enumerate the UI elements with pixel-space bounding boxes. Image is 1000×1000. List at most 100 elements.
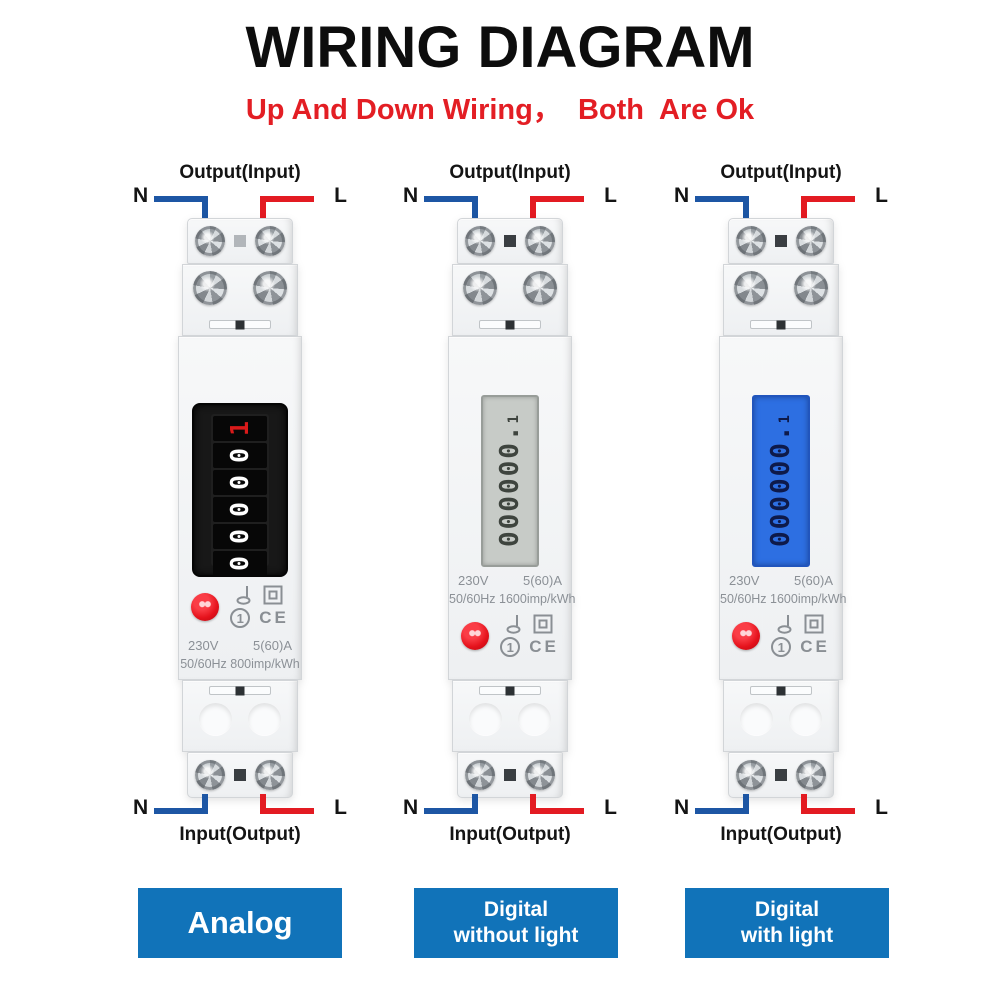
meter-body-digital-backlit: 000000.1 230V 5(60)A 50/60Hz 1600imp/kWh <box>719 218 846 798</box>
clamp-screw-icon <box>794 271 828 305</box>
bottom-terminal-block <box>187 752 293 798</box>
voltage-rating: 230V <box>188 638 219 653</box>
backlit-lcd-display: 000000.1 <box>752 395 810 567</box>
line-wire-bottom <box>260 794 314 814</box>
current-rating: 5(60)A <box>522 573 562 588</box>
voltage-rating: 230V <box>729 573 760 588</box>
meter-face: 000000.1 230V 5(60)A 50/60Hz 1600imp/kWh <box>719 336 846 680</box>
clamp-screw-icon <box>734 271 768 305</box>
output-label: Output(Input) <box>179 162 301 183</box>
line-label-top: L <box>875 184 888 207</box>
badge-digital-without-light: Digital without light <box>414 888 618 958</box>
terminal-screw-icon <box>195 226 225 256</box>
page-title: WIRING DIAGRAM <box>245 15 755 80</box>
earth-icon <box>506 615 521 634</box>
line-wire-top <box>801 196 855 218</box>
wire-slot <box>479 686 541 695</box>
neutral-wire-bottom <box>154 794 208 814</box>
mechanical-counter-display: 1 0 0 0 0 0 <box>192 403 288 577</box>
subtitle: Up And Down Wiring， Both Are Ok <box>245 94 755 126</box>
neutral-wire-top <box>424 196 478 218</box>
meter-column-digital-light: Output(Input) N L 000000.1 230V <box>671 160 891 866</box>
terminal-screw-icon <box>736 226 766 256</box>
wire-slot <box>209 686 271 695</box>
current-rating: 5(60)A <box>793 573 833 588</box>
wire-slot <box>750 686 812 695</box>
line-wire-bottom <box>801 794 855 814</box>
wire-slot <box>479 320 541 329</box>
meter-column-analog: Output(Input) N L 1 0 0 <box>130 160 350 866</box>
counter-digit: 1 <box>213 416 267 441</box>
input-label: Input(Output) <box>449 824 571 845</box>
input-label: Input(Output) <box>720 824 842 845</box>
line-wire-bottom <box>530 794 584 814</box>
mounting-hole <box>789 703 822 736</box>
double-insulation-icon <box>263 585 283 605</box>
terminal-screw-icon <box>525 226 555 256</box>
impulse-led-icon <box>732 621 761 650</box>
clamp-screw-icon <box>253 271 287 305</box>
clamp-screw-icon <box>523 271 557 305</box>
mounting-hole <box>199 703 232 736</box>
badge-digital-with-light: Digital with light <box>685 888 889 958</box>
terminal-screw-icon <box>796 226 826 256</box>
counter-digit: 0 <box>213 470 267 495</box>
ce-mark-icon: CE <box>529 637 559 656</box>
neutral-label-bottom: N <box>674 796 690 819</box>
impulse-led-icon <box>191 592 220 621</box>
lcd-indicator: 1 <box>777 415 793 424</box>
terminal-divider-square <box>504 235 516 247</box>
upper-clamp-block <box>452 264 568 336</box>
terminal-screw-icon <box>255 226 285 256</box>
upper-clamp-block <box>723 264 839 336</box>
line-label-bottom: L <box>604 796 617 819</box>
mounting-hole <box>518 703 551 736</box>
wire-slot <box>750 320 812 329</box>
neutral-label-bottom: N <box>133 796 149 819</box>
terminal-screw-icon <box>525 760 555 790</box>
meter-body-analog: 1 0 0 0 0 0 <box>178 218 302 798</box>
terminal-screw-icon <box>255 760 285 790</box>
lcd-reading: 000000. <box>766 423 796 548</box>
earth-icon <box>236 586 251 605</box>
meter-face: 000000.1 230V 5(60)A 50/60Hz 1600imp/kWh <box>448 336 575 680</box>
meter-face: 1 0 0 0 0 0 <box>178 336 302 680</box>
terminal-screw-icon <box>796 760 826 790</box>
counter-digit: 0 <box>213 524 267 549</box>
meter-body-digital: 000000.1 230V 5(60)A 50/60Hz 1600imp/kWh <box>448 218 575 798</box>
terminal-divider-square <box>234 235 246 247</box>
impulse-led-icon <box>461 621 490 650</box>
neutral-label-bottom: N <box>403 796 419 819</box>
earth-icon <box>777 615 792 634</box>
line-label-bottom: L <box>334 796 347 819</box>
neutral-wire-top <box>695 196 749 218</box>
terminal-screw-icon <box>465 760 495 790</box>
line-wire-top <box>260 196 314 218</box>
input-label: Input(Output) <box>179 824 301 845</box>
upper-clamp-block <box>182 264 298 336</box>
clamp-screw-icon <box>193 271 227 305</box>
line-wire-top <box>530 196 584 218</box>
counter-digit: 0 <box>213 443 267 468</box>
frequency-impulse-rating: 50/60Hz 800imp/kWh <box>180 657 300 671</box>
protection-class-icon: 1 <box>771 637 792 657</box>
neutral-label-top: N <box>403 184 419 207</box>
protection-class-icon: 1 <box>500 637 521 657</box>
lcd-display: 000000.1 <box>481 395 539 567</box>
lower-clamp-block <box>723 680 839 752</box>
line-label-top: L <box>334 184 347 207</box>
double-insulation-icon <box>533 614 553 634</box>
lcd-reading: 000000. <box>495 423 525 548</box>
mounting-hole <box>740 703 773 736</box>
terminal-divider-square <box>775 769 787 781</box>
terminal-screw-icon <box>465 226 495 256</box>
protection-class-icon: 1 <box>230 608 251 628</box>
current-rating: 5(60)A <box>252 638 292 653</box>
voltage-rating: 230V <box>458 573 489 588</box>
clamp-screw-icon <box>463 271 497 305</box>
top-terminal-block <box>728 218 834 264</box>
counter-wheel-strip: 1 0 0 0 0 0 <box>211 414 269 576</box>
line-label-bottom: L <box>875 796 888 819</box>
meter-column-digital-no-light: Output(Input) N L 000000.1 230V <box>400 160 620 866</box>
